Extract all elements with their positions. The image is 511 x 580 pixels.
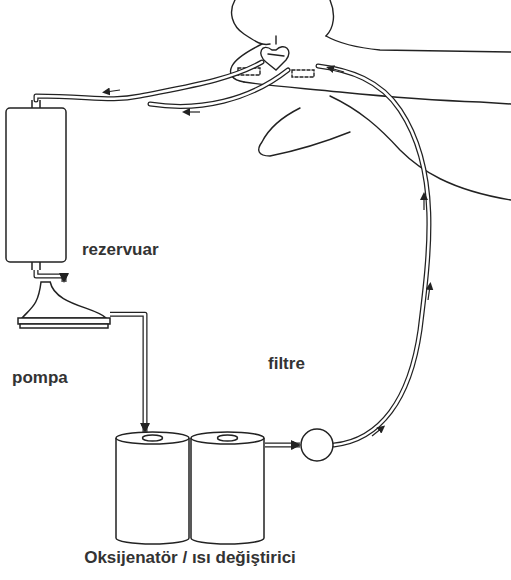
node-outline	[115, 432, 265, 544]
arrow-head	[291, 440, 300, 450]
node-outline	[18, 282, 110, 328]
part-label: pompa	[10, 368, 70, 389]
part-label: rezervuar	[80, 240, 161, 261]
filter: filtre	[300, 428, 334, 462]
part-label: filtre	[266, 354, 307, 375]
arrow-head	[59, 273, 69, 282]
part-label: Oksijenatör / ısı değiştirici	[82, 548, 298, 569]
tube-connector	[110, 314, 150, 432]
pump: pompa	[18, 282, 110, 328]
node-outline	[5, 100, 67, 270]
tube-connector	[265, 440, 300, 450]
node-outline	[300, 428, 334, 462]
arrow-head	[140, 423, 150, 432]
oxygenator-heat-exchanger: Oksijenatör / ısı değiştirici	[115, 432, 265, 544]
tube-connector	[36, 270, 69, 282]
reservoir-bag: rezervuar	[5, 100, 67, 270]
